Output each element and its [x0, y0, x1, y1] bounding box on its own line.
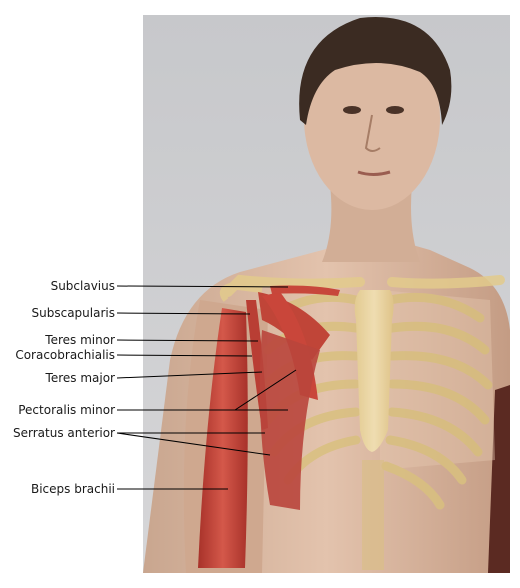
leader-pectoralis-minor-b	[234, 369, 297, 411]
serratus-anterior-muscle	[259, 330, 320, 510]
clavicle-right	[387, 275, 505, 289]
subclavius-muscle	[270, 285, 340, 296]
nose	[364, 114, 381, 152]
leader-coracobrachialis	[116, 354, 253, 357]
label-serratus-anterior: Serratus anterior	[13, 426, 115, 440]
sternum	[354, 290, 394, 452]
mouth	[357, 170, 391, 176]
leader-subscapularis	[116, 312, 251, 315]
hair	[299, 17, 452, 125]
clavicle-left	[223, 274, 365, 297]
humerus-head	[219, 282, 263, 302]
leader-lines	[116, 285, 297, 490]
right-eye	[386, 106, 404, 114]
left-eye	[343, 106, 361, 114]
label-subscapularis: Subscapularis	[31, 306, 115, 320]
leader-teres-major	[116, 371, 263, 379]
label-teres-minor: Teres minor	[45, 333, 115, 347]
leader-subclavius	[116, 285, 289, 288]
label-teres-major: Teres major	[45, 371, 115, 385]
label-biceps-brachii: Biceps brachii	[30, 482, 115, 496]
label-pectoralis-minor: Pectoralis minor	[18, 403, 115, 417]
spine	[362, 460, 384, 570]
label-subclavius: Subclavius	[50, 279, 115, 293]
ribs-right	[381, 292, 493, 510]
right-arm	[488, 385, 510, 573]
leader-teres-minor	[116, 339, 259, 342]
label-coracobrachialis: Coracobrachialis	[15, 348, 115, 362]
leader-serratus-anterior-b	[116, 432, 271, 456]
